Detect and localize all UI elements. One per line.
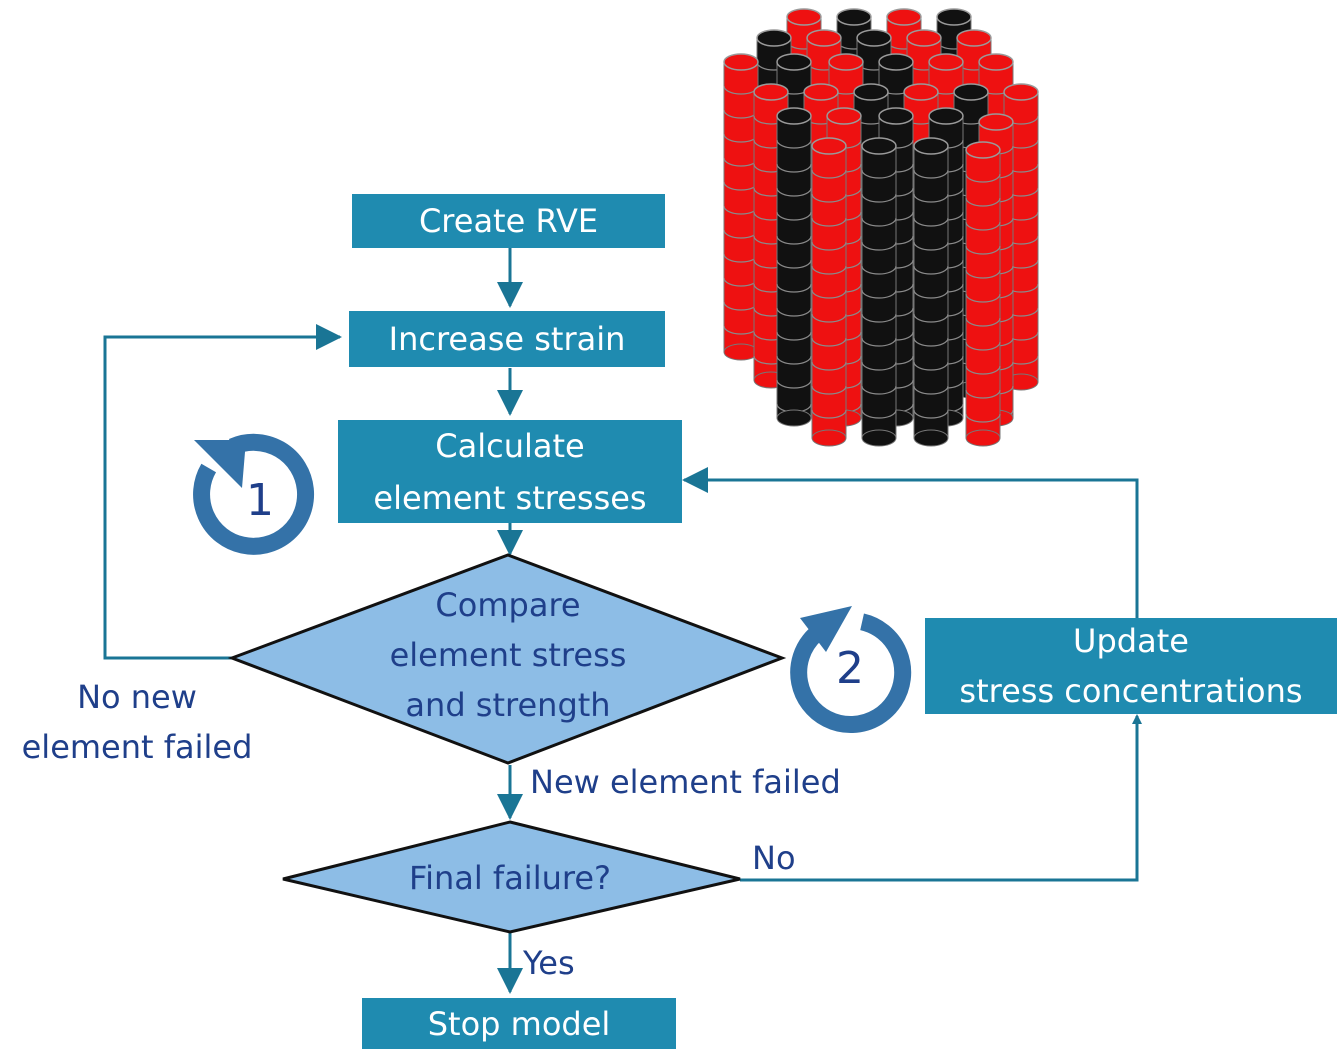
create-rve-box: Create RVE	[352, 194, 665, 248]
calculate-stresses-box: Calculate element stresses	[338, 420, 682, 523]
increase-strain-box: Increase strain	[349, 311, 665, 367]
fiber-cylinder	[811, 137, 847, 447]
update-stress-label-line2: stress concentrations	[959, 672, 1303, 710]
fiber-cylinder	[913, 137, 949, 447]
calculate-stresses-label-line1: Calculate	[435, 426, 585, 465]
compare-text-line2: element stress	[389, 636, 627, 674]
new-element-failed-label: New element failed	[530, 763, 841, 801]
loop-number-2: 2	[836, 643, 864, 694]
create-rve-label: Create RVE	[418, 202, 599, 240]
loop-number-1: 1	[246, 475, 274, 526]
no-label: No	[752, 839, 796, 877]
final-failure-label: Final failure?	[409, 859, 611, 897]
increase-strain-label: Increase strain	[388, 320, 626, 358]
final-failure-decision-diamond	[282, 820, 741, 934]
fiber-cylinder	[965, 141, 1001, 447]
no-new-label-line2: element failed	[21, 728, 253, 766]
stop-model-label: Stop model	[427, 1004, 611, 1043]
no-new-element-failed-label: No new element failed	[12, 672, 262, 772]
fiber-bundle-rve-icon	[723, 8, 1039, 447]
compare-decision-text: Compare element stress and strength	[358, 580, 658, 730]
edge-no-to-update	[740, 714, 1142, 882]
final-failure-text: Final failure?	[380, 856, 640, 900]
compare-decision-diamond	[227, 553, 787, 765]
loop-arrow-icon	[193, 433, 315, 555]
fiber-cylinder	[723, 53, 759, 361]
calculate-stresses-label-line2: element stresses	[373, 478, 647, 517]
stop-model-box: Stop model	[362, 998, 676, 1049]
edge-update-to-calculate	[682, 467, 1139, 620]
edge-no-new-loop	[103, 324, 342, 660]
compare-text-line1: Compare	[435, 586, 581, 624]
update-stress-box: Update stress concentrations	[925, 618, 1337, 714]
no-new-label-line1: No new	[77, 678, 197, 716]
compare-text-line3: and strength	[405, 686, 611, 724]
fiber-cylinder	[776, 107, 812, 427]
fiber-cylinder	[861, 137, 897, 447]
update-stress-label-line1: Update	[1073, 622, 1189, 660]
yes-label: Yes	[523, 944, 575, 982]
loop-arrow-icon	[790, 606, 912, 733]
